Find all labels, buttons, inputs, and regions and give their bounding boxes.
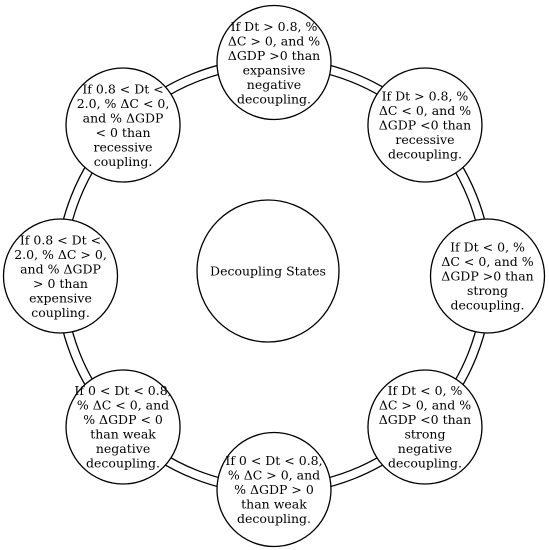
state-label-line: coupling. <box>31 305 90 320</box>
state-label-line: decoupling. <box>86 456 160 471</box>
state-label-line: decoupling. <box>237 511 311 526</box>
state-label-line: recessive <box>94 139 153 154</box>
state-label-line: and % ΔGDP <box>83 110 164 125</box>
state-label-line: ΔC > 0, and % <box>379 398 471 413</box>
state-label-line: ΔC > 0, and % <box>228 33 320 48</box>
state-circle <box>65 67 181 183</box>
center-label: Decoupling States <box>210 264 326 279</box>
state-label-line: expensive <box>29 290 92 305</box>
state-label: If 0.8 < Dt <2.0, % ΔC < 0,and % ΔGDP< 0… <box>77 81 170 169</box>
state-label-line: and % ΔGDP <box>20 261 101 276</box>
state-label-line: than weak <box>90 427 156 442</box>
state-label-line: strong <box>467 283 508 298</box>
state-label-line: % ΔGDP < 0 <box>83 412 163 427</box>
state-label-line: If 0.8 < Dt < <box>20 232 101 247</box>
state-label-line: negative <box>96 441 150 456</box>
state-label-line: ΔGDP >0 than <box>441 269 533 284</box>
state-circle <box>216 431 332 548</box>
state-label-line: strong <box>404 427 445 442</box>
state-label-line: If 0 < Dt < 0.8, <box>225 453 322 468</box>
state-label-line: % ΔC > 0, and <box>228 468 320 483</box>
state-label-line: If Dt < 0, % <box>450 240 525 255</box>
center-node: Decoupling States <box>196 199 340 343</box>
state-label-line: ΔGDP <0 than <box>379 412 471 427</box>
state-label-line: ΔGDP >0 than <box>228 48 320 63</box>
state-circle <box>367 67 483 183</box>
state-label-line: negative <box>398 441 452 456</box>
state-circle <box>65 369 181 485</box>
state-label-line: ΔC < 0, and % <box>441 254 533 269</box>
center-circle <box>196 199 340 343</box>
state-label-line: recessive <box>395 132 454 147</box>
state-circle <box>2 218 119 334</box>
state-label-line: % ΔGDP > 0 <box>234 482 314 497</box>
state-label-line: coupling. <box>94 154 153 169</box>
state-label-line: decoupling. <box>388 147 462 162</box>
state-label-line: 2.0, % ΔC < 0, <box>77 96 170 111</box>
state-label-line: decoupling. <box>451 298 525 313</box>
state-label-line: 2.0, % ΔC > 0, <box>14 247 107 262</box>
state-label-line: < 0 than <box>96 125 151 140</box>
state-label-line: ΔC < 0, and % <box>379 103 471 118</box>
state-label-line: If 0.8 < Dt < <box>82 81 163 96</box>
state-label-line: decoupling. <box>388 456 462 471</box>
state-circle <box>367 369 483 485</box>
state-label-line: ΔGDP <0 than <box>379 118 471 133</box>
state-node-recessive-coupling: If 0.8 < Dt <2.0, % ΔC < 0,and % ΔGDP< 0… <box>65 67 181 183</box>
state-label-line: negative <box>247 77 301 92</box>
state-label-line: than weak <box>241 497 307 512</box>
state-label-line: decoupling. <box>237 91 311 106</box>
state-label-line: > 0 than <box>33 276 88 291</box>
state-circle <box>429 218 546 334</box>
state-label: If 0.8 < Dt <2.0, % ΔC > 0,and % ΔGDP> 0… <box>14 232 107 320</box>
state-label-line: expansive <box>243 62 306 77</box>
state-label-line: If Dt > 0.8, % <box>231 19 318 34</box>
state-label-line: If Dt > 0.8, % <box>382 89 469 104</box>
state-label-line: If Dt < 0, % <box>388 383 463 398</box>
state-label-line: % ΔC < 0, and <box>77 398 169 413</box>
state-circle <box>216 4 332 121</box>
state-node-expensive-coupling: If 0.8 < Dt <2.0, % ΔC > 0,and % ΔGDP> 0… <box>2 218 119 334</box>
state-label-line: If 0 < Dt < 0.8, <box>74 383 171 398</box>
